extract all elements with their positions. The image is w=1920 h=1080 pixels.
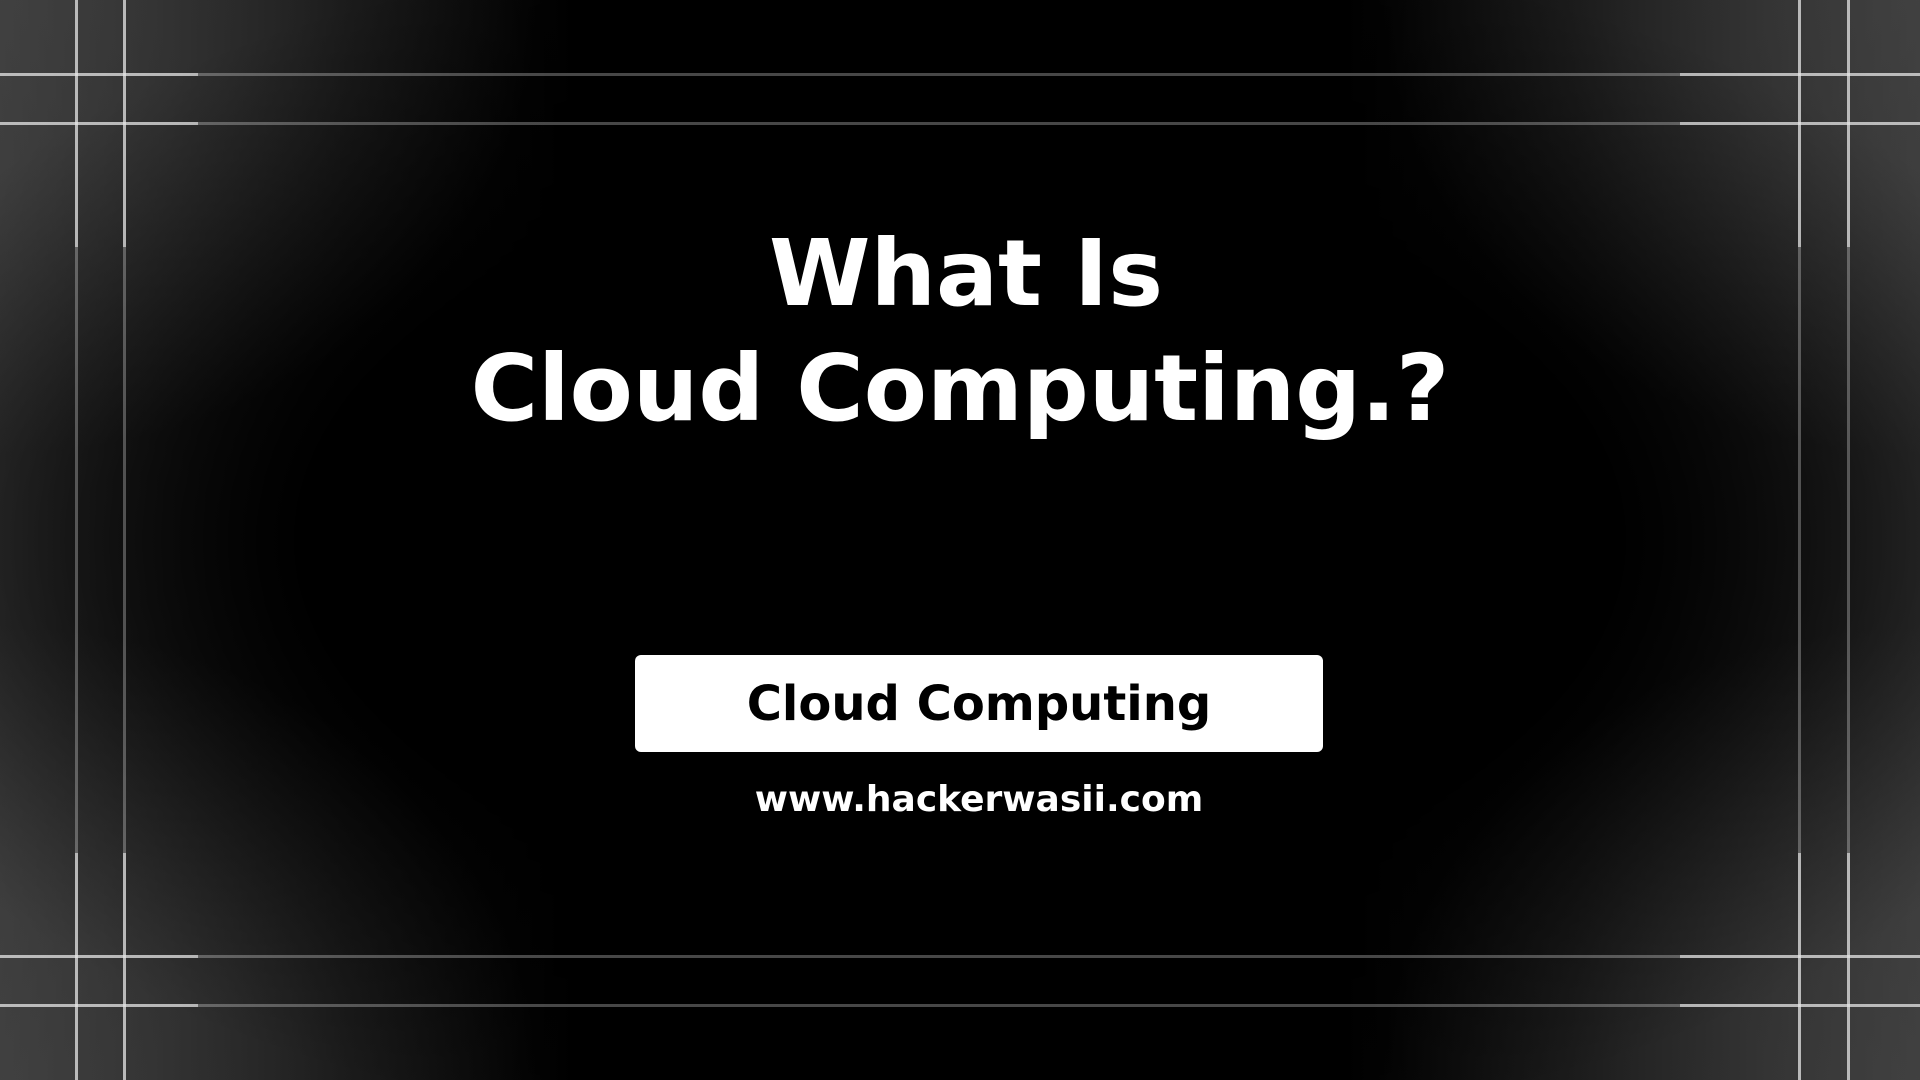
grid-line <box>1847 853 1850 1080</box>
grid-line <box>1798 0 1801 247</box>
grid-line <box>123 0 126 247</box>
grid-line <box>198 955 1680 958</box>
title-line-1: What Is <box>768 220 1164 327</box>
grid-line <box>198 73 1680 76</box>
grid-line <box>1798 853 1801 1080</box>
grid-line <box>75 247 78 853</box>
grid-line <box>123 247 126 853</box>
grid-line <box>1798 247 1801 853</box>
grid-line <box>198 122 1680 125</box>
button-label: Cloud Computing <box>746 675 1212 732</box>
title-line-2: Cloud Computing.? <box>470 335 1450 442</box>
grid-line <box>198 1004 1680 1007</box>
grid-line <box>1847 247 1850 853</box>
grid-line <box>0 955 198 958</box>
grid-line <box>0 1004 198 1007</box>
grid-line <box>75 853 78 1080</box>
grid-line <box>1847 0 1850 247</box>
grid-line <box>0 122 198 125</box>
grid-line <box>75 0 78 247</box>
website-url: www.hackerwasii.com <box>754 779 1204 820</box>
grid-line <box>123 853 126 1080</box>
grid-line <box>0 73 198 76</box>
cloud-computing-button[interactable]: Cloud Computing <box>635 655 1323 752</box>
